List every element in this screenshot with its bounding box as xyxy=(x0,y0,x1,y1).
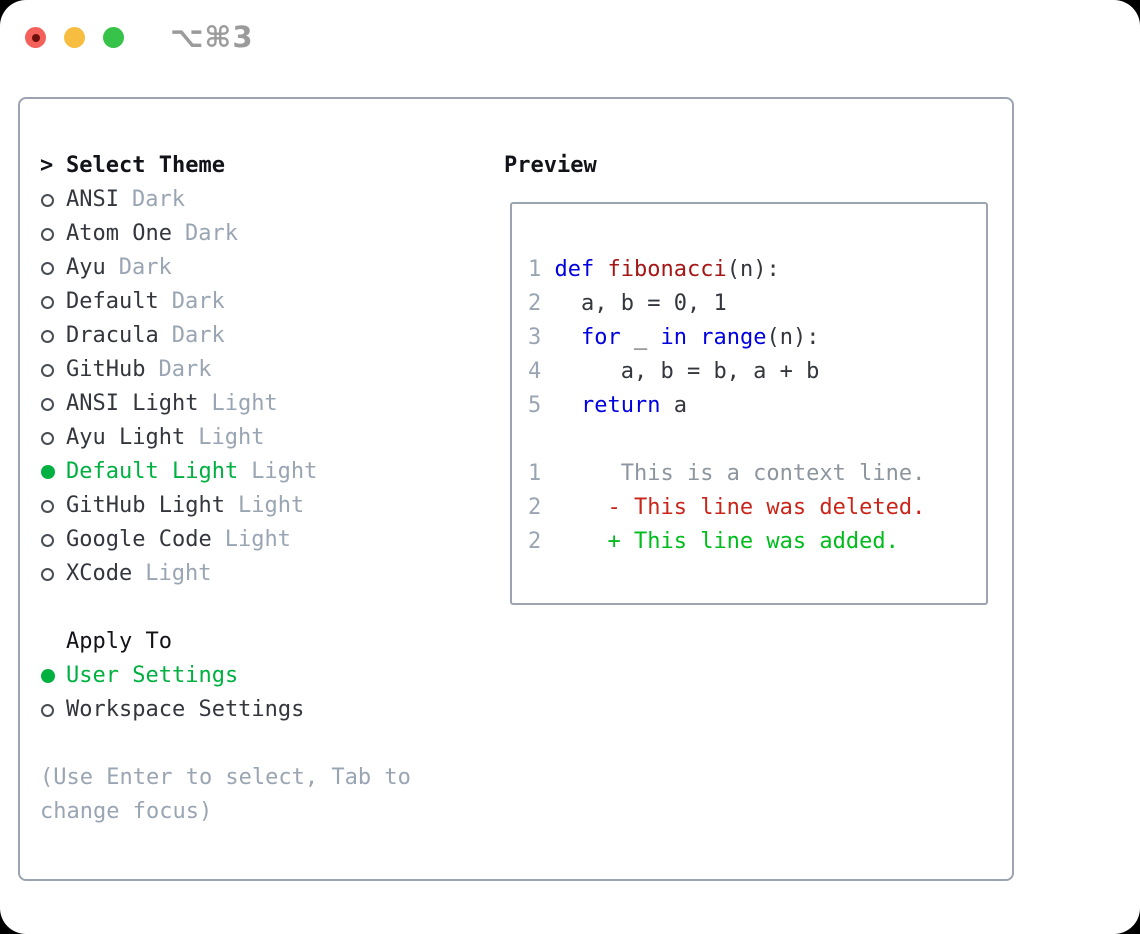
theme-variant-badge: Light xyxy=(198,425,265,450)
apply-option-workspace-settings[interactable]: Workspace Settings xyxy=(40,693,484,727)
code-line: 1 This is a context line. xyxy=(528,461,926,486)
radio-icon xyxy=(40,193,66,207)
option-label: Atom One xyxy=(66,221,172,246)
theme-variant-badge: Light xyxy=(145,561,212,586)
radio-icon xyxy=(40,295,66,309)
radio-icon xyxy=(40,261,66,275)
spacer xyxy=(40,591,484,625)
close-button[interactable] xyxy=(25,27,46,48)
option-label: ANSI xyxy=(66,187,119,212)
code-line: 2 + This line was added. xyxy=(528,529,899,554)
option-label: Google Code xyxy=(66,527,212,552)
theme-variant-badge: Dark xyxy=(171,289,225,314)
option-label: GitHub Light xyxy=(66,493,225,518)
maximize-button[interactable] xyxy=(103,27,124,48)
code-line: 2 a, b = 0, 1 xyxy=(528,291,727,316)
theme-option-github-light[interactable]: GitHub Light Light xyxy=(40,489,484,523)
theme-option-default-light[interactable]: Default Light Light xyxy=(40,455,484,489)
theme-variant-badge: Light xyxy=(237,493,305,518)
radio-selected-icon xyxy=(40,669,66,683)
spacer xyxy=(40,727,484,761)
option-label: GitHub xyxy=(66,357,146,382)
theme-variant-badge: Dark xyxy=(118,255,172,280)
radio-icon xyxy=(40,363,66,377)
option-label: Dracula xyxy=(66,323,159,348)
radio-icon xyxy=(40,499,66,513)
radio-icon xyxy=(40,567,66,581)
theme-option-xcode[interactable]: XCode Light xyxy=(40,557,484,591)
select-theme-title: Select Theme xyxy=(66,153,225,178)
option-label: Ayu Light xyxy=(66,425,186,450)
option-label: ANSI Light xyxy=(66,391,199,416)
keyboard-hint: (Use Enter to select, Tab to change focu… xyxy=(40,765,411,824)
theme-variant-badge: Dark xyxy=(131,187,185,212)
radio-icon xyxy=(40,397,66,411)
theme-option-google-code[interactable]: Google Code Light xyxy=(40,523,484,557)
theme-option-default[interactable]: Default Dark xyxy=(40,285,484,319)
radio-icon xyxy=(40,227,66,241)
apply-to-title: Apply To xyxy=(66,629,172,654)
minimize-button[interactable] xyxy=(64,27,85,48)
theme-option-dracula[interactable]: Dracula Dark xyxy=(40,319,484,353)
cursor-marker-icon: > xyxy=(40,153,54,178)
option-label: Workspace Settings xyxy=(66,697,305,722)
code-line: 2 - This line was deleted. xyxy=(528,495,926,520)
radio-icon xyxy=(40,533,66,547)
code-line: 5 return a xyxy=(528,393,687,418)
preview-panel: 1 def fibonacci(n): 2 a, b = 0, 1 3 for _ … xyxy=(510,202,988,605)
titlebar: ⌥⌘3 xyxy=(25,20,254,54)
window-shortcut-label: ⌥⌘3 xyxy=(170,20,254,54)
option-label: Default xyxy=(66,289,159,314)
theme-option-github[interactable]: GitHub Dark xyxy=(40,353,484,387)
option-label: Default Light xyxy=(66,459,239,484)
select-theme-header: > Select Theme xyxy=(40,149,484,183)
theme-option-ayu[interactable]: Ayu Dark xyxy=(40,251,484,285)
theme-variant-badge: Light xyxy=(251,459,318,484)
theme-variant-badge: Dark xyxy=(158,357,212,382)
code-line: 3 for _ in range(n): xyxy=(528,325,820,350)
theme-option-ansi-light[interactable]: ANSI Light Light xyxy=(40,387,484,421)
theme-variant-badge: Light xyxy=(211,391,278,416)
preview-title: Preview xyxy=(504,153,597,178)
code-line xyxy=(528,423,986,457)
theme-variant-badge: Dark xyxy=(171,323,225,348)
theme-option-ansi[interactable]: ANSI Dark xyxy=(40,183,484,217)
radio-selected-icon xyxy=(40,465,66,479)
code-line: 1 def fibonacci(n): xyxy=(528,257,780,282)
radio-icon xyxy=(40,703,66,717)
radio-icon xyxy=(40,329,66,343)
theme-variant-badge: Dark xyxy=(184,221,238,246)
record-dot-icon xyxy=(31,33,40,42)
option-label: Ayu xyxy=(66,255,106,280)
code-line: 4 a, b = b, a + b xyxy=(528,359,820,384)
option-label: XCode xyxy=(66,561,133,586)
radio-icon xyxy=(40,431,66,445)
theme-option-ayu-light[interactable]: Ayu Light Light xyxy=(40,421,484,455)
preview-code: 1 def fibonacci(n): 2 a, b = 0, 1 3 for _ … xyxy=(528,253,986,559)
theme-variant-badge: Light xyxy=(224,527,291,552)
theme-option-atom-one[interactable]: Atom One Dark xyxy=(40,217,484,251)
apply-option-user-settings[interactable]: User Settings xyxy=(40,659,484,693)
option-label: User Settings xyxy=(66,663,239,688)
